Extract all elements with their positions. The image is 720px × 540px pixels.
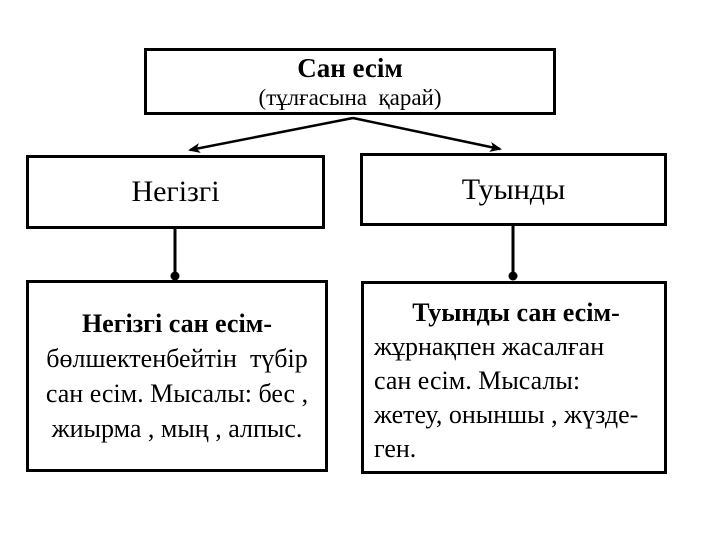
root-title: Сан есім xyxy=(297,52,403,83)
negizgi-description-line: жиырма , мың , алпыс. xyxy=(51,414,303,443)
negizgi-description-line: сан есім. Мысалы: бес , xyxy=(45,379,309,408)
connector-root-to-negizgi xyxy=(188,116,354,153)
tuyndy-description-box: Туынды сан есім- жұрнақпен жасалған сан … xyxy=(361,281,667,474)
tuyndy-description-line: жетеу, оныншы , жүзде- xyxy=(374,400,639,429)
tuyndy-description-line: ген. xyxy=(374,434,417,463)
tuyndy-description-line: сан есім. Мысалы: xyxy=(374,366,581,395)
root-subtitle: (тұлғасына қарай) xyxy=(258,84,442,110)
branch-tuyndy-label: Туынды xyxy=(461,172,566,206)
connector-root-to-tuyndy xyxy=(352,116,502,152)
negizgi-description-box: Негізгі сан есім- бөлшектенбейтін түбір … xyxy=(26,280,328,472)
branch-tuyndy-box: Туынды xyxy=(360,153,667,226)
connector-tuyndy-endpoint-dot xyxy=(508,271,518,281)
root-box: Сан есім (тұлғасына қарай) xyxy=(144,48,556,115)
negizgi-description-term: Негізгі сан есім- xyxy=(81,309,273,338)
tuyndy-description-term: Туынды сан есім- xyxy=(412,298,620,327)
branch-negizgi-box: Негізгі xyxy=(26,155,325,229)
negizgi-description-line: бөлшектенбейтін түбір xyxy=(46,344,308,373)
branch-negizgi-label: Негізгі xyxy=(131,175,220,208)
tuyndy-description-line: жұрнақпен жасалған xyxy=(374,332,605,361)
